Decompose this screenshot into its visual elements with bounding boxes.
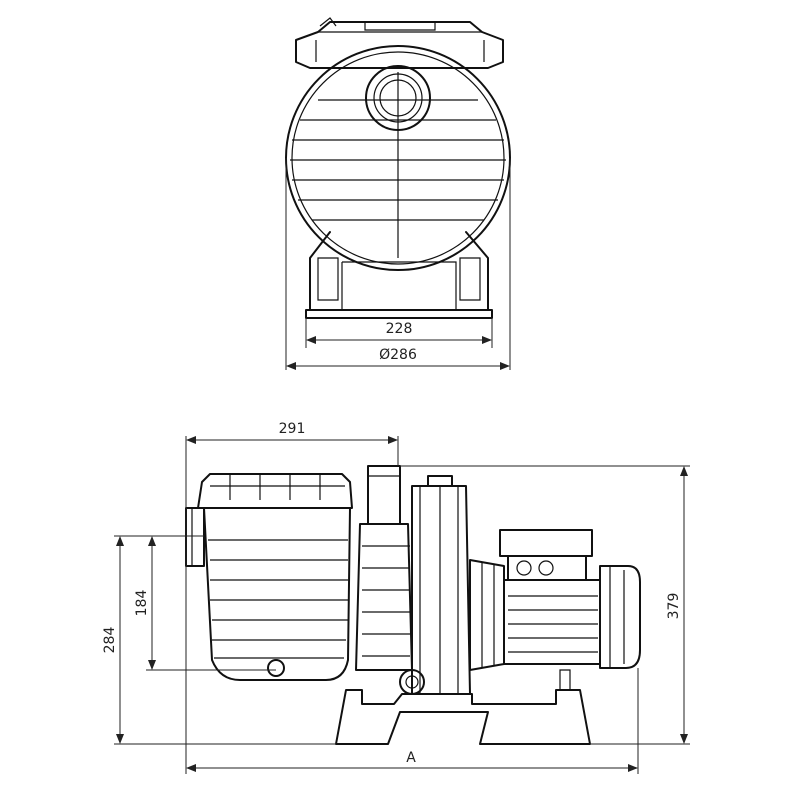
front-view-dimensions: 228 Ø286 xyxy=(285,158,511,370)
dim-291-label: 291 xyxy=(279,421,306,437)
dim-379-label: 379 xyxy=(666,593,682,620)
front-view xyxy=(285,17,511,319)
dim-228-label: 228 xyxy=(386,321,413,337)
dim-184-label: 184 xyxy=(134,590,150,617)
side-view-dimensions: 291 A 184 284 379 xyxy=(102,421,690,774)
side-view xyxy=(185,465,641,745)
dim-284-label: 284 xyxy=(102,627,118,654)
dim-286-label: Ø286 xyxy=(379,347,417,363)
dim-a-label: A xyxy=(406,750,416,766)
